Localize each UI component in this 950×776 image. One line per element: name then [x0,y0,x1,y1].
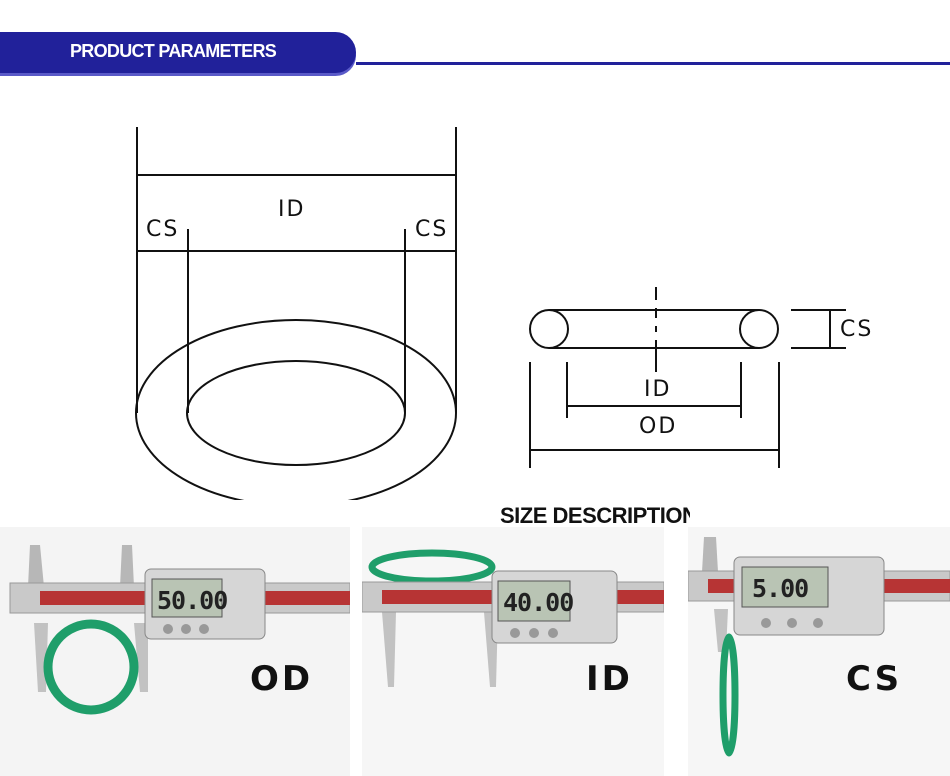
side-id-label: ID [644,377,672,402]
od-label: OD [250,659,314,699]
id-measurement-photo: 40.00 ID [362,527,664,776]
inner-ring-outline [186,360,406,466]
outer-ring-outline [135,319,457,500]
cs-label: CS [846,659,903,699]
od-measurement-photo: 50.00 OD [0,527,350,776]
front-cs-left-label: CS [146,217,180,242]
front-id-label: ID [278,197,306,222]
header-divider [356,62,950,65]
front-cs-right-label: CS [415,217,449,242]
section-title: SIZE DESCRIPTION [500,503,690,528]
cs-reading: 5.00 [752,574,809,603]
oring-dimension-diagram [135,127,846,500]
page-title: PRODUCT PARAMETERS [70,41,277,61]
side-od-label: OD [639,414,678,439]
cs-measurement-photo: 5.00 CS [688,527,950,776]
side-cs-label: CS [840,317,874,342]
od-reading: 50.00 [157,586,228,615]
id-reading: 40.00 [503,588,574,617]
id-label: ID [586,659,633,699]
header-banner [0,32,356,73]
